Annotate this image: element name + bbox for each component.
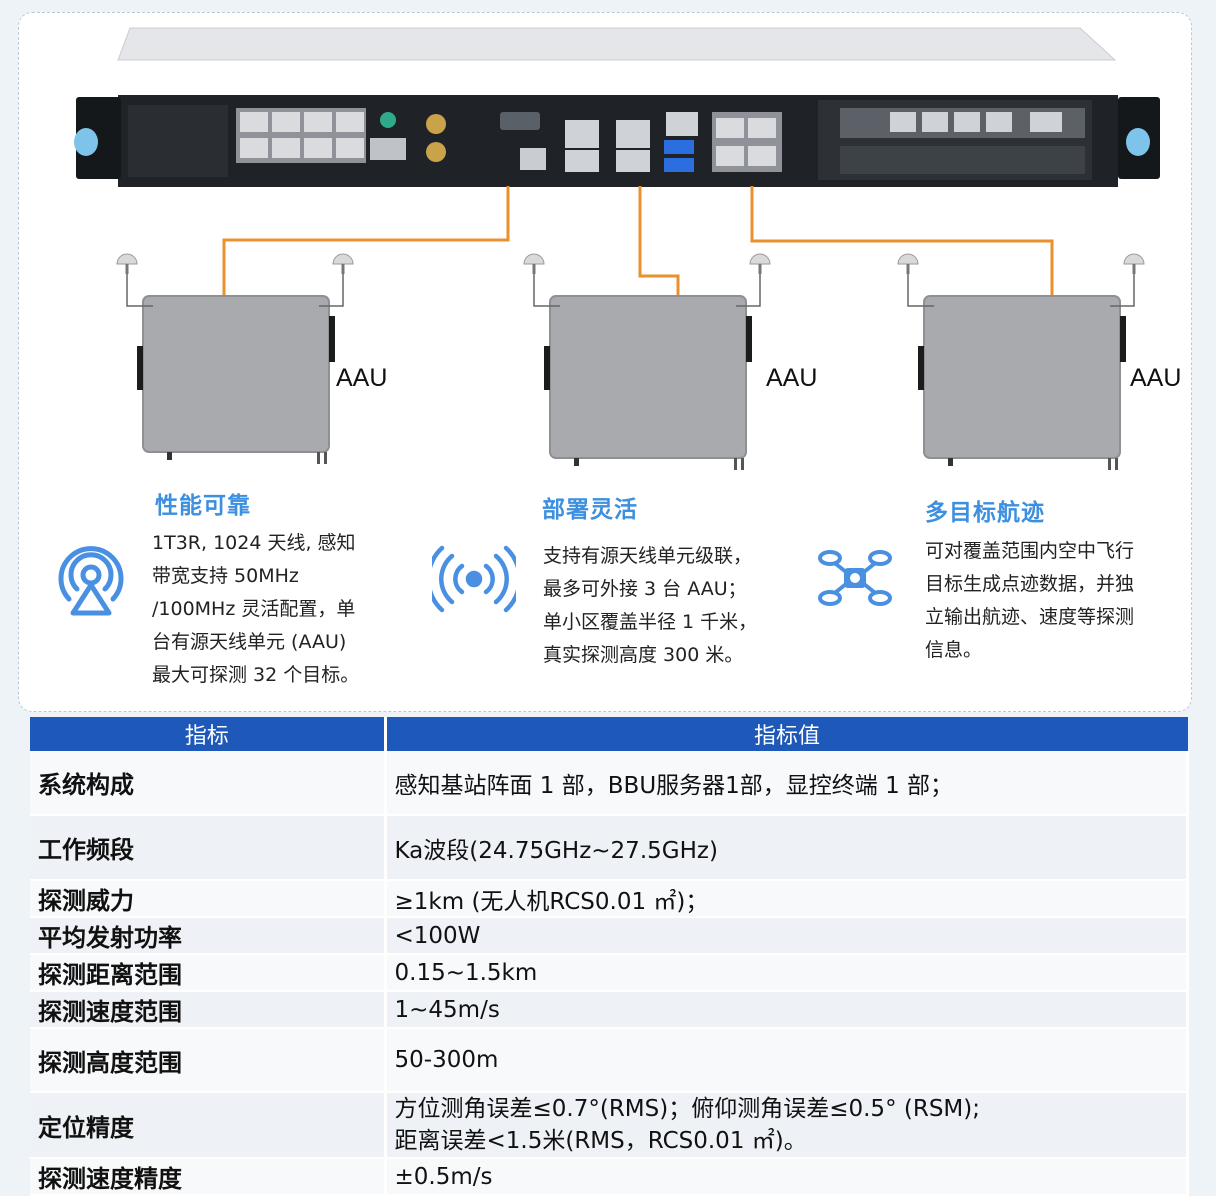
- table-row: 探测速度范围 1~45m/s: [30, 991, 1189, 1029]
- row-key: 探测速度范围: [30, 991, 387, 1029]
- feature-line: 1T3R, 1024 天线, 感知: [152, 532, 356, 554]
- feature-line: 带宽支持 50MHz: [152, 565, 299, 587]
- row-key: 探测威力: [30, 880, 387, 918]
- feature-title-multi-target: 多目标航迹: [925, 500, 1045, 526]
- header-value: 指标值: [385, 717, 1188, 751]
- feature-line: 单小区覆盖半径 1 千米，: [543, 611, 758, 633]
- row-key: 定位精度: [30, 1092, 387, 1159]
- table-row: 探测威力 ≥1km (无人机RCS0.01 ㎡)；: [30, 880, 1189, 918]
- table-row: 探测距离范围 0.15~1.5km: [30, 954, 1189, 992]
- feature-text-multi-target: 可对覆盖范围内空中飞行 目标生成点迹数据，并独 立输出航迹、速度等探测 信息。: [925, 535, 1134, 667]
- aau-label-1: AAU: [336, 364, 388, 392]
- row-key: 系统构成: [30, 751, 387, 816]
- row-key: 平均发射功率: [30, 917, 387, 955]
- row-value: Ka波段(24.75GHz~27.5GHz): [385, 815, 1189, 881]
- row-key: 探测速度精度: [30, 1158, 387, 1196]
- row-value: 1~45m/s: [385, 991, 1189, 1029]
- signal-waves-icon: [432, 545, 516, 613]
- row-value: 0.15~1.5km: [385, 954, 1189, 992]
- broadcast-tower-icon: [58, 546, 124, 616]
- table-row: 平均发射功率 <100W: [30, 917, 1189, 955]
- aau-unit: [897, 253, 1145, 470]
- row-key: 探测距离范围: [30, 954, 387, 992]
- feature-line: 真实探测高度 300 米。: [543, 644, 744, 666]
- row-value: 方位测角误差≤0.7°(RMS)；俯仰测角误差≤0.5° (RSM); 距离误差…: [385, 1092, 1189, 1159]
- feature-title-reliable: 性能可靠: [155, 493, 251, 519]
- feature-line: 最多可外接 3 台 AAU；: [543, 578, 747, 600]
- feature-line: 可对覆盖范围内空中飞行: [925, 540, 1135, 562]
- row-value: <100W: [385, 917, 1189, 955]
- aau-units: [116, 253, 1145, 470]
- spec-table: 指标 指标值 系统构成 感知基站阵面 1 部，BBU服务器1部，显控终端 1 部…: [30, 717, 1189, 1196]
- feature-line: 支持有源天线单元级联，: [543, 545, 753, 567]
- drone-icon: [818, 550, 892, 606]
- aau-label-2: AAU: [766, 364, 818, 392]
- feature-line: 立输出航迹、速度等探测: [925, 606, 1135, 628]
- row-value-line: 方位测角误差≤0.7°(RMS)；俯仰测角误差≤0.5° (RSM);: [394, 1096, 981, 1122]
- feature-line: 目标生成点迹数据，并独: [925, 573, 1135, 595]
- table-header-row: 指标 指标值: [30, 717, 1188, 751]
- feature-line: /100MHz 灵活配置，单: [152, 598, 356, 620]
- cables: [222, 186, 1054, 296]
- feature-line: 信息。: [925, 639, 983, 661]
- bbu-server-chassis: [74, 27, 1160, 187]
- table-row: 探测高度范围 50-300m: [30, 1028, 1189, 1093]
- feature-text-reliable: 1T3R, 1024 天线, 感知 带宽支持 50MHz /100MHz 灵活配…: [152, 527, 359, 692]
- feature-line: 台有源天线单元 (AAU): [152, 631, 347, 653]
- header-indicator: 指标: [30, 717, 387, 751]
- table-row: 探测速度精度 ±0.5m/s: [30, 1158, 1189, 1196]
- feature-title-flexible: 部署灵活: [542, 497, 638, 523]
- aau-unit: [116, 253, 354, 464]
- row-key: 探测高度范围: [30, 1028, 387, 1093]
- table-row: 工作频段 Ka波段(24.75GHz~27.5GHz): [30, 815, 1189, 881]
- row-value: 感知基站阵面 1 部，BBU服务器1部，显控终端 1 部；: [385, 751, 1189, 816]
- row-value-line: 距离误差<1.5米(RMS，RCS0.01 ㎡)。: [394, 1128, 807, 1154]
- feature-line: 最大可探测 32 个目标。: [152, 664, 360, 686]
- row-value: ≥1km (无人机RCS0.01 ㎡)；: [385, 880, 1189, 918]
- row-key: 工作频段: [30, 815, 387, 881]
- table-row: 系统构成 感知基站阵面 1 部，BBU服务器1部，显控终端 1 部；: [30, 751, 1189, 816]
- table-row: 定位精度 方位测角误差≤0.7°(RMS)；俯仰测角误差≤0.5° (RSM);…: [30, 1092, 1189, 1159]
- row-value: ±0.5m/s: [385, 1158, 1189, 1196]
- row-value: 50-300m: [385, 1028, 1189, 1093]
- aau-label-3: AAU: [1130, 364, 1182, 392]
- hardware-diagram: [74, 27, 1160, 470]
- feature-text-flexible: 支持有源天线单元级联， 最多可外接 3 台 AAU； 单小区覆盖半径 1 千米，…: [543, 540, 757, 672]
- aau-unit: [523, 253, 771, 470]
